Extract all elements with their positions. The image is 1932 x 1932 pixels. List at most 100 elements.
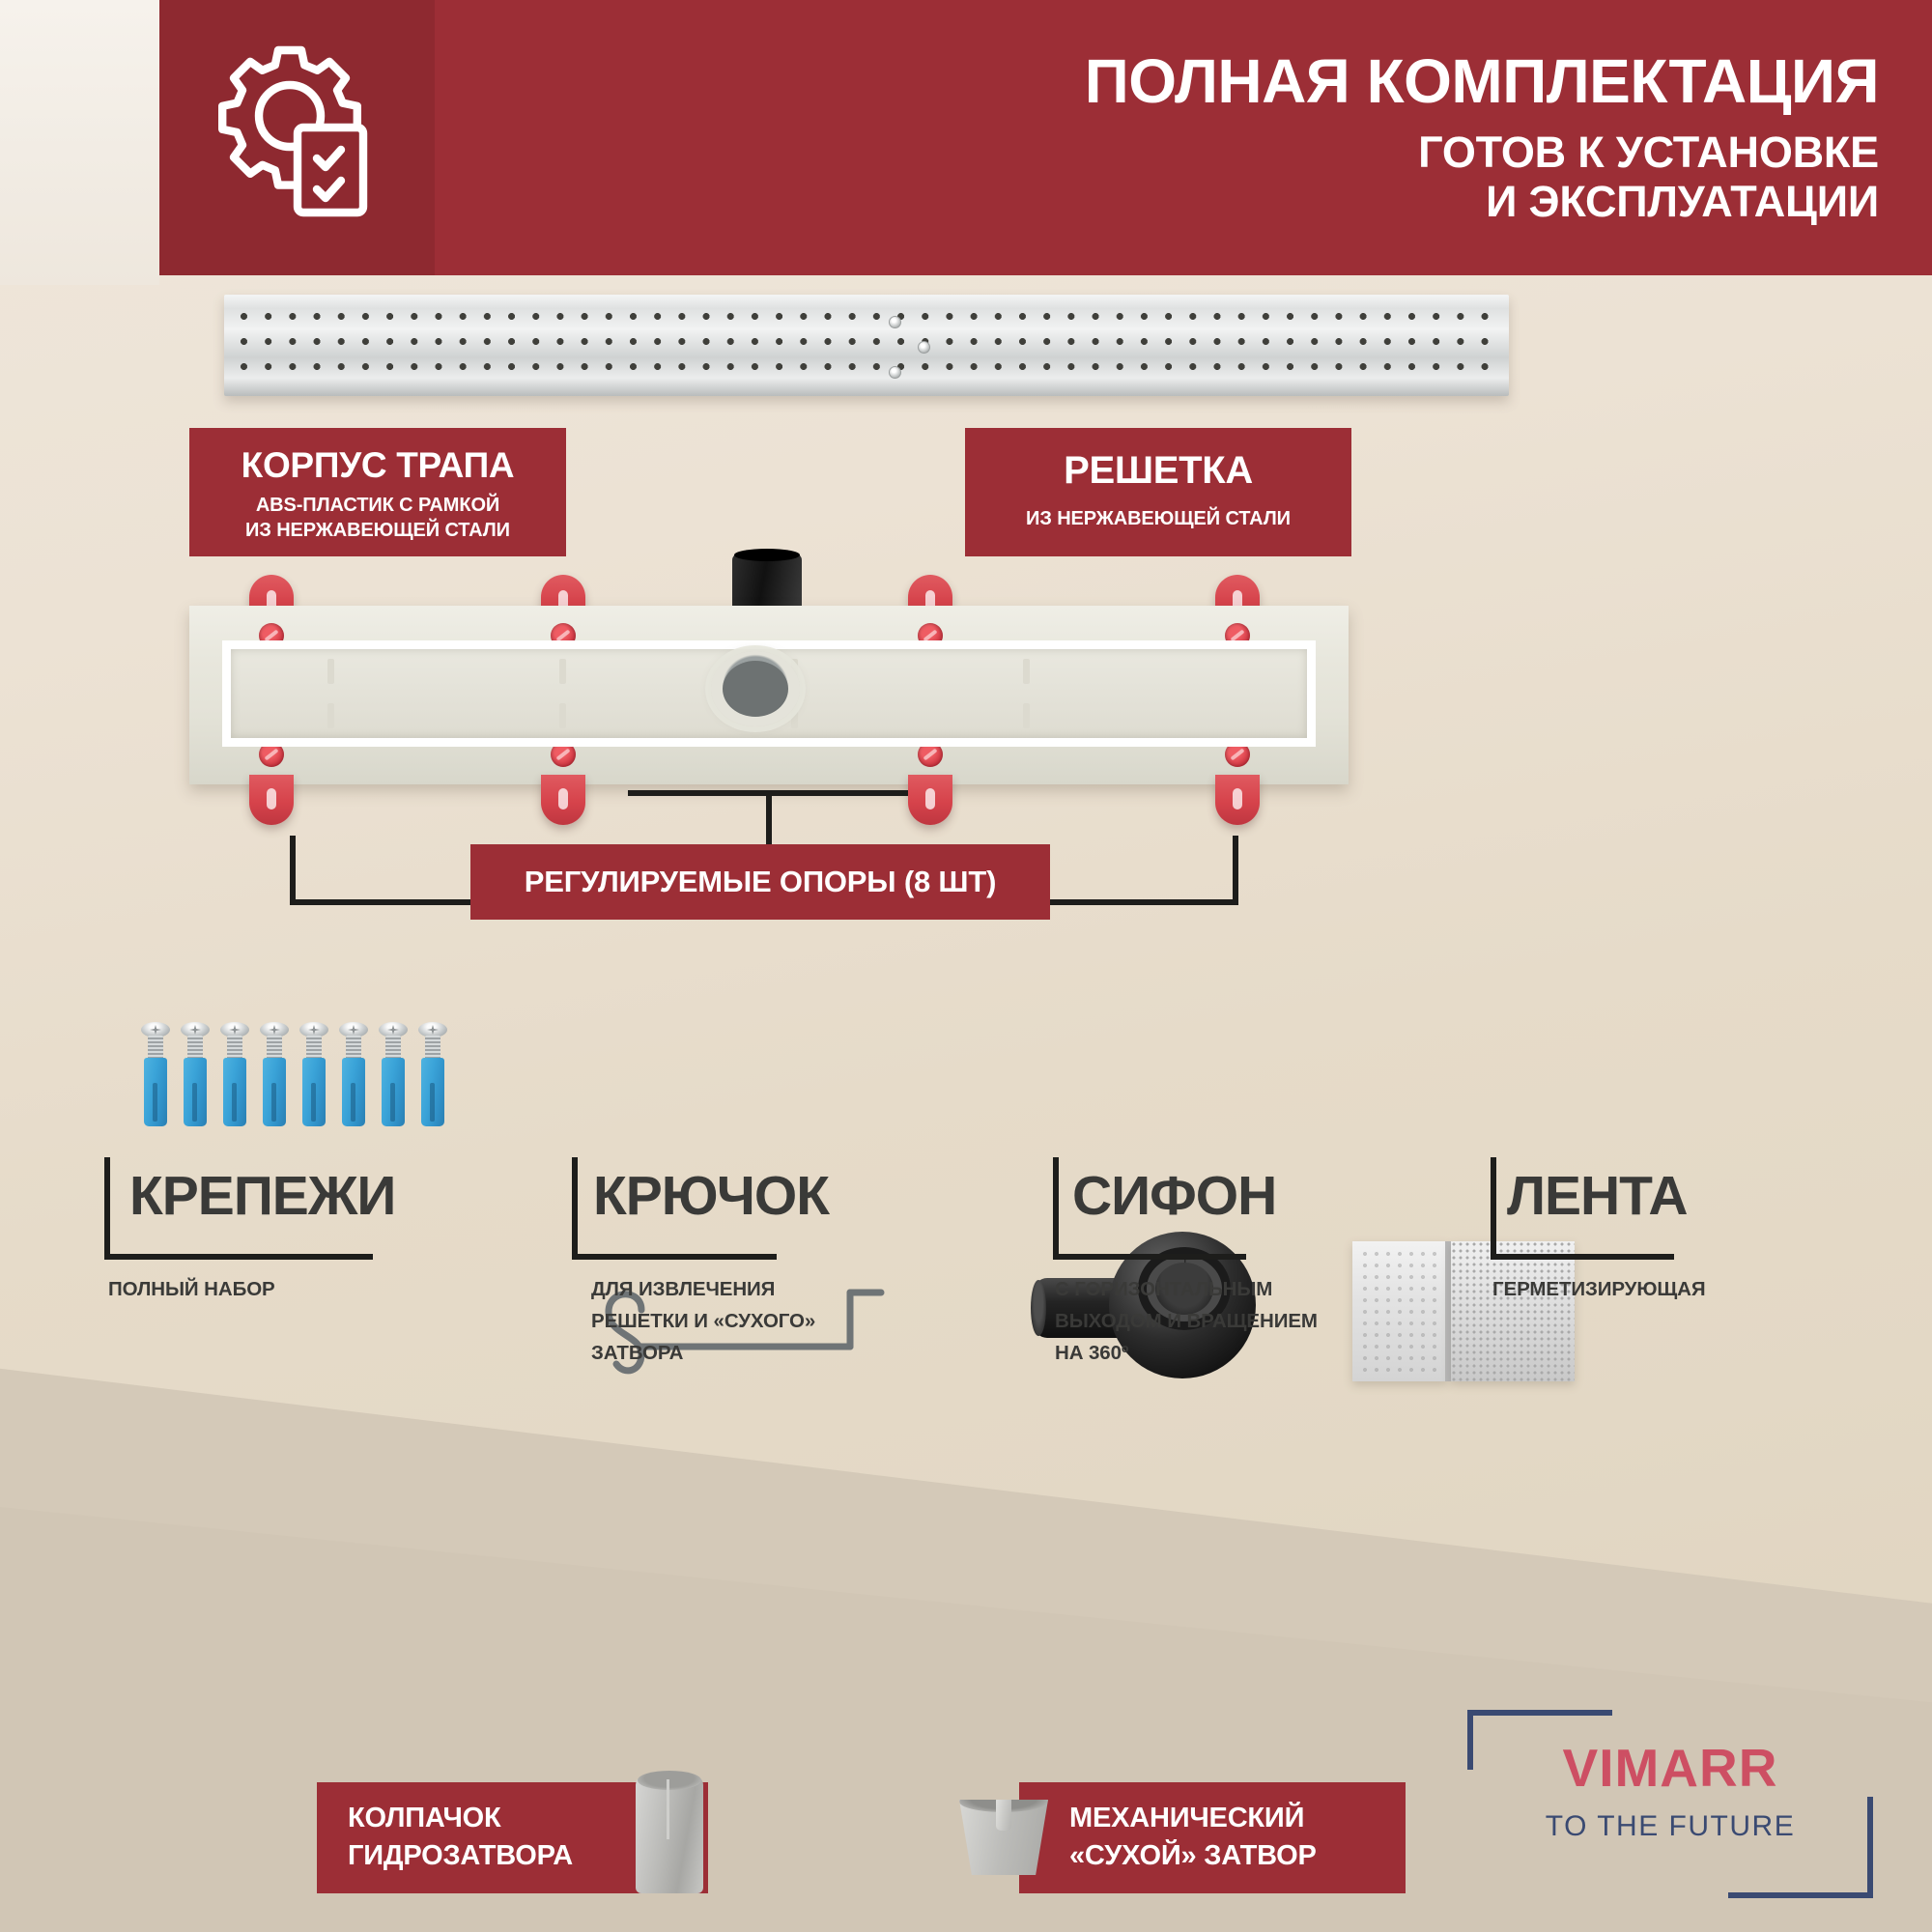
header-icon-panel bbox=[159, 0, 435, 275]
adjustable-foot bbox=[1215, 775, 1260, 825]
accessory-desc-line: ДЛЯ ИЗВЛЕЧЕНИЯ bbox=[591, 1278, 776, 1300]
drain-spoke bbox=[732, 683, 759, 701]
leader-line bbox=[1045, 899, 1238, 905]
logo-tagline: TO THE FUTURE bbox=[1545, 1810, 1796, 1842]
screw-thread bbox=[425, 1036, 440, 1061]
frame-rib bbox=[1023, 703, 1030, 728]
page-title: ПОЛНАЯ КОМПЛЕКТАЦИЯ bbox=[1084, 45, 1880, 116]
drain-spoke bbox=[755, 683, 782, 701]
accessory-desc-line: ГЕРМЕТИЗИРУЮЩАЯ bbox=[1492, 1278, 1706, 1300]
callout-water-seal-cap-line-2: ГИДРОЗАТВОРА bbox=[348, 1840, 573, 1872]
anchor-screw bbox=[141, 1022, 170, 1126]
logo-wordmark: VIMARR bbox=[1562, 1738, 1778, 1798]
accessory-desc-line: ПОЛНЫЙ НАБОР bbox=[108, 1278, 275, 1300]
drain-body-plate bbox=[189, 606, 1349, 784]
callout-grate-subtitle: ИЗ НЕРЖАВЕЮЩЕЙ СТАЛИ bbox=[1026, 508, 1291, 529]
header-subtitle-line-2: И ЭКСПЛУАТАЦИИ bbox=[1486, 177, 1879, 227]
screw-thread bbox=[227, 1036, 242, 1061]
grate-screw bbox=[889, 366, 901, 379]
accessory-desc-line: С ГОРИЗОНТАЛЬНЫМ bbox=[1055, 1278, 1273, 1300]
screw-thread bbox=[385, 1036, 401, 1061]
drain-hole bbox=[711, 651, 800, 726]
callout-drain-body: КОРПУС ТРАПА ABS-ПЛАСТИК С РАМКОЙ ИЗ НЕР… bbox=[189, 428, 566, 556]
frame-rib bbox=[559, 659, 566, 684]
callout-mechanical-dry-seal-line-1: МЕХАНИЧЕСКИЙ bbox=[1069, 1803, 1305, 1833]
screw-head-icon bbox=[220, 1022, 249, 1037]
callout-drain-body-title: КОРПУС ТРАПА bbox=[241, 445, 515, 485]
callout-mechanical-dry-seal-text: МЕХАНИЧЕСКИЙ «СУХОЙ» ЗАТВОР bbox=[1069, 1800, 1388, 1875]
dry-seal-image bbox=[959, 1800, 1048, 1875]
wall-plug bbox=[144, 1058, 167, 1126]
anchor-screw bbox=[260, 1022, 289, 1126]
anchor-screw bbox=[299, 1022, 328, 1126]
drain-body-product-image bbox=[189, 549, 1349, 825]
wall-plug bbox=[421, 1058, 444, 1126]
screw-thread bbox=[267, 1036, 282, 1061]
wall-plug bbox=[184, 1058, 207, 1126]
grate-hole-row bbox=[240, 312, 1499, 321]
wall-plug bbox=[382, 1058, 405, 1126]
screw-thread bbox=[346, 1036, 361, 1061]
logo-frame-top bbox=[1467, 1710, 1612, 1716]
adjustable-foot bbox=[908, 775, 952, 825]
screw-head-icon bbox=[141, 1022, 170, 1037]
background-left-strip bbox=[0, 0, 159, 285]
accessory-bracket-siphon bbox=[1053, 1157, 1246, 1260]
accessory-desc-fasteners: ПОЛНЫЙ НАБОР bbox=[108, 1273, 408, 1305]
screw-head-icon bbox=[181, 1022, 210, 1037]
anchor-screw bbox=[418, 1022, 447, 1126]
header-text-block: ПОЛНАЯ КОМПЛЕКТАЦИЯ ГОТОВ К УСТАНОВКЕ И … bbox=[435, 45, 1932, 227]
header-subtitle: ГОТОВ К УСТАНОВКЕ И ЭКСПЛУАТАЦИИ bbox=[435, 128, 1879, 227]
accessory-title-siphon: СИФОН bbox=[1072, 1165, 1277, 1227]
screw-head-icon bbox=[339, 1022, 368, 1037]
screw-head-icon bbox=[260, 1022, 289, 1037]
leader-line bbox=[1233, 836, 1238, 905]
grate-screw bbox=[918, 341, 930, 354]
adjustable-foot bbox=[541, 775, 585, 825]
accessory-desc-tape: ГЕРМЕТИЗИРУЮЩАЯ bbox=[1492, 1273, 1811, 1305]
screw-head-icon bbox=[379, 1022, 408, 1037]
screw-thread bbox=[148, 1036, 163, 1061]
callout-drain-body-subtitle-line-2: ИЗ НЕРЖАВЕЮЩЕЙ СТАЛИ bbox=[245, 519, 510, 541]
frame-rib bbox=[327, 703, 334, 728]
tape-panel-right bbox=[1451, 1241, 1575, 1381]
grate-panel bbox=[224, 295, 1509, 396]
accessory-title-tape: ЛЕНТА bbox=[1507, 1165, 1689, 1227]
wall-plug bbox=[302, 1058, 326, 1126]
callout-grate-title: РЕШЕТКА bbox=[1064, 449, 1253, 492]
tape-panel-left bbox=[1352, 1241, 1447, 1381]
screw-head-icon bbox=[299, 1022, 328, 1037]
frame-rib bbox=[559, 703, 566, 728]
frame-rib bbox=[1023, 659, 1030, 684]
header-subtitle-line-1: ГОТОВ К УСТАНОВКЕ bbox=[1418, 127, 1879, 177]
brand-logo: VIMARR TO THE FUTURE bbox=[1467, 1710, 1873, 1898]
screw-head-icon bbox=[418, 1022, 447, 1037]
wall-plug bbox=[263, 1058, 286, 1126]
leader-line bbox=[290, 836, 296, 905]
water-seal-cap-image bbox=[636, 1771, 703, 1893]
grate-hole-row bbox=[240, 337, 1499, 346]
leader-line bbox=[290, 899, 483, 905]
drain-spoke bbox=[753, 665, 758, 690]
accessory-bracket-fasteners bbox=[104, 1157, 373, 1260]
grate-product-image bbox=[224, 295, 1509, 396]
callout-mechanical-dry-seal-line-2: «СУХОЙ» ЗАТВОР bbox=[1069, 1840, 1317, 1872]
accessory-title-hook: КРЮЧОК bbox=[593, 1165, 830, 1227]
grate-hole-row bbox=[240, 362, 1499, 371]
callout-grate: РЕШЕТКА ИЗ НЕРЖАВЕЮЩЕЙ СТАЛИ bbox=[965, 428, 1351, 556]
anchor-screw bbox=[220, 1022, 249, 1126]
grate-screw bbox=[889, 316, 901, 328]
accessory-bracket-tape bbox=[1491, 1157, 1674, 1260]
sealing-tape-image bbox=[1352, 1241, 1575, 1381]
header-banner: ПОЛНАЯ КОМПЛЕКТАЦИЯ ГОТОВ К УСТАНОВКЕ И … bbox=[159, 0, 1932, 275]
callout-water-seal-cap-line-1: КОЛПАЧОК bbox=[348, 1803, 501, 1833]
siphon-rotating-ring bbox=[1138, 1247, 1231, 1330]
hook-image bbox=[605, 1289, 885, 1375]
screw-thread bbox=[187, 1036, 203, 1061]
tape-fold bbox=[1445, 1241, 1452, 1381]
gear-checklist-icon bbox=[201, 39, 394, 237]
anchor-screw bbox=[181, 1022, 210, 1126]
logo-frame-bottom-right bbox=[1867, 1797, 1873, 1898]
callout-drain-body-subtitle: ABS-ПЛАСТИК С РАМКОЙ ИЗ НЕРЖАВЕЮЩЕЙ СТАЛ… bbox=[189, 494, 566, 543]
wall-plug bbox=[342, 1058, 365, 1126]
